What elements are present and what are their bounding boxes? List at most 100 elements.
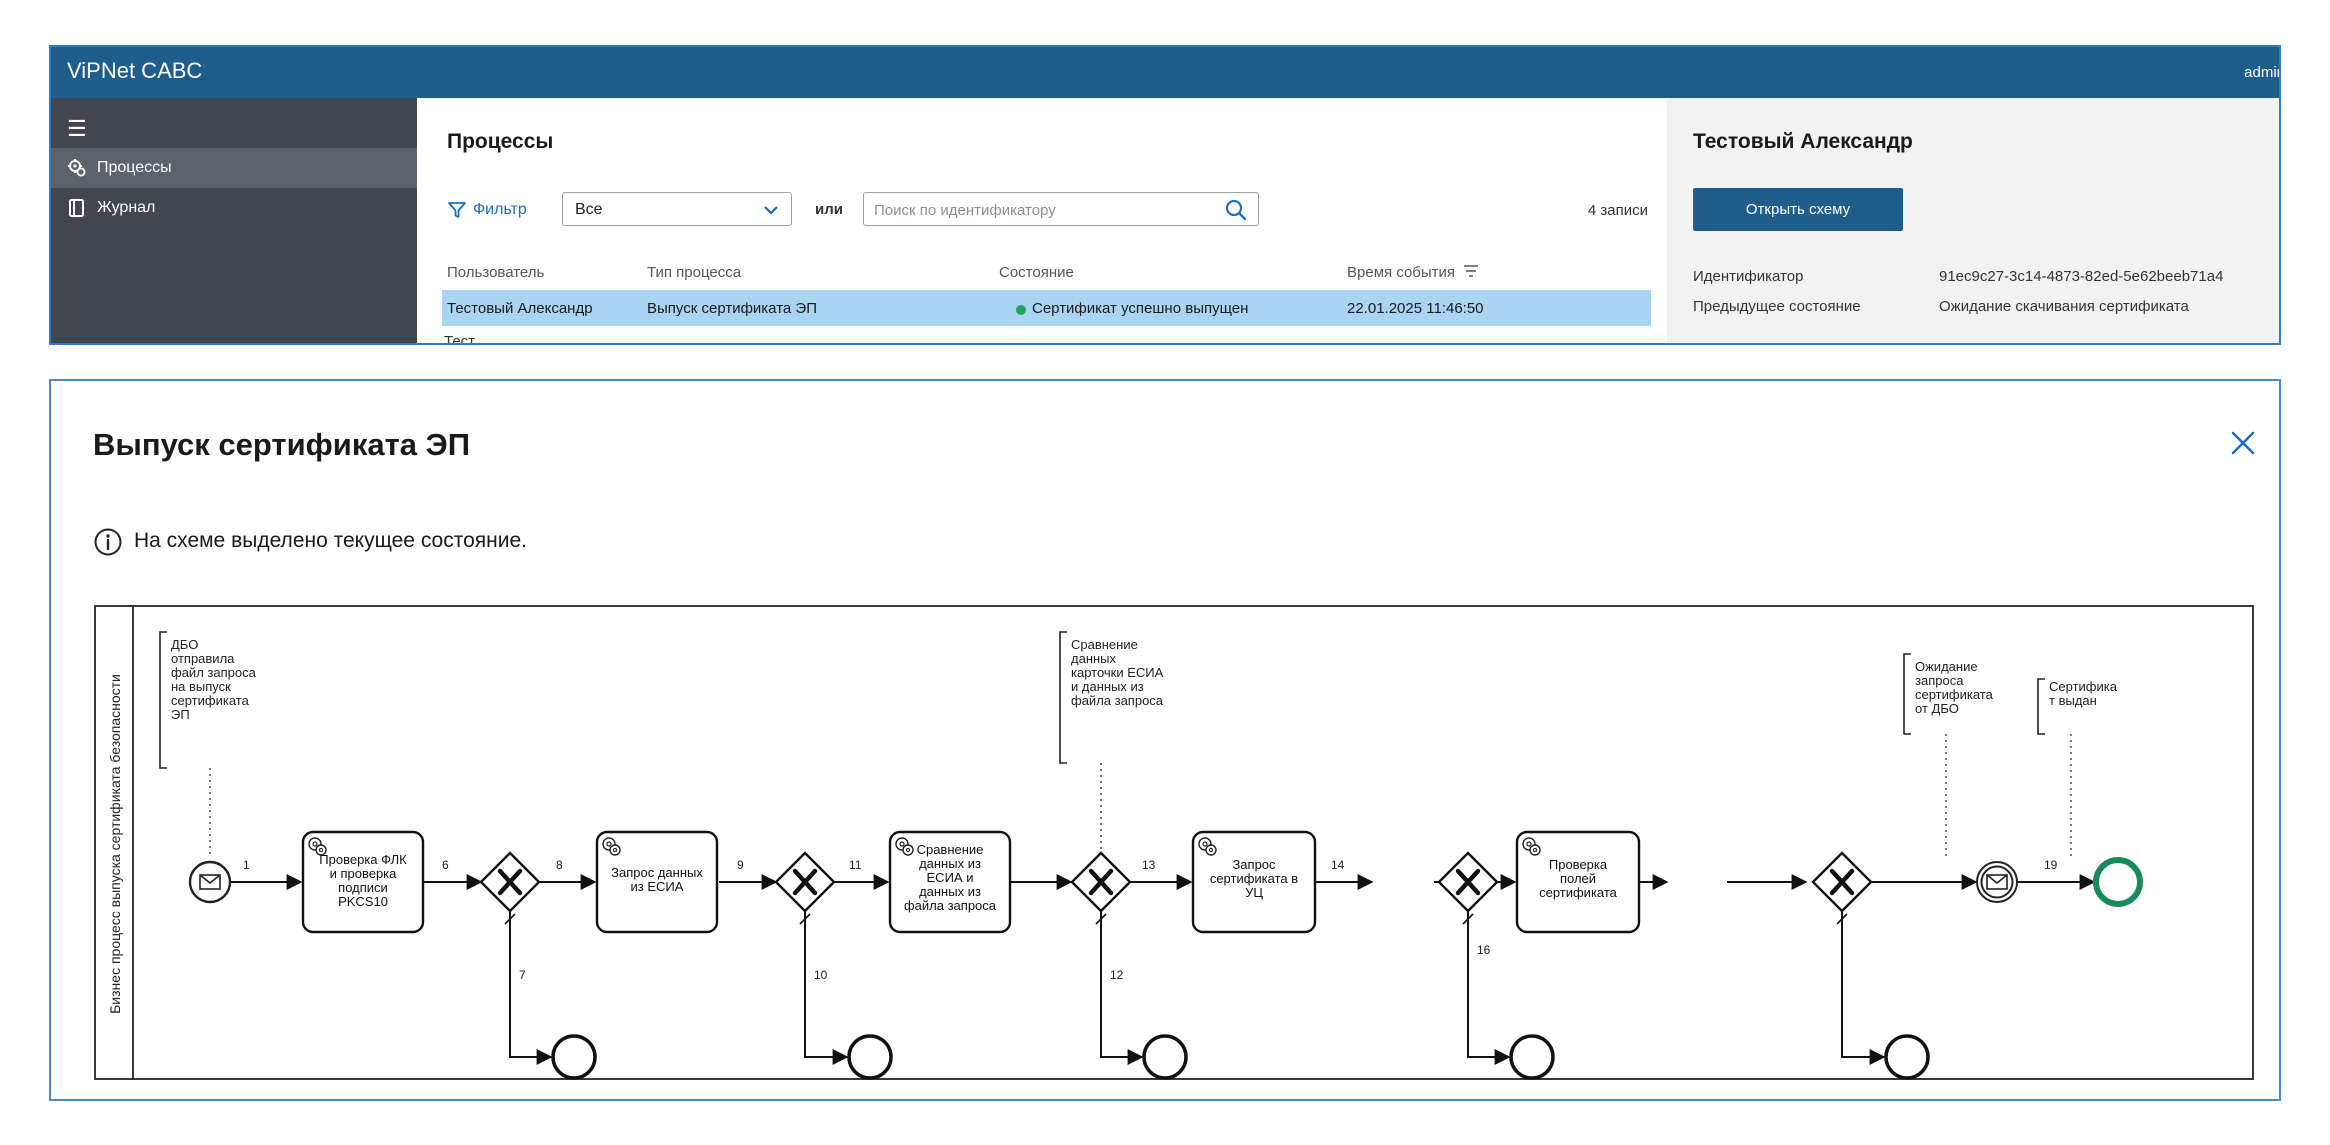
sidebar-item-journal[interactable]: Журнал [51,188,417,228]
text-line: Сертифика [2049,679,2118,694]
flow-label: 6 [442,858,449,872]
flow-label: 8 [556,858,563,872]
end-event[interactable] [1509,1034,1555,1080]
text-line: файла запроса [904,898,997,913]
table-row-partial[interactable]: Тест... [444,333,486,345]
text-line: карточки ЕСИА [1071,665,1164,680]
text-line: от ДБО [1915,701,1959,716]
text-line: сертификата в [1210,871,1298,886]
cell-user: Тестовый Александр [447,300,593,317]
detail-key-previous-state: Предыдущее состояние [1693,298,1861,315]
page-title: Процессы [447,130,554,153]
search-icon[interactable] [1224,198,1248,222]
column-header-time[interactable]: Время события [1347,264,1479,281]
flow-label: 7 [519,968,526,982]
pool-border [94,605,2254,1080]
column-header-state[interactable]: Состояние [999,264,1074,281]
text-line: УЦ [1245,885,1263,900]
column-header-time-label: Время события [1347,264,1456,281]
sidebar-item-processes[interactable]: Процессы [51,148,417,188]
search-box[interactable] [863,192,1259,226]
text-line: Запрос [1232,857,1276,872]
modal-title: Выпуск сертификата ЭП [93,427,470,462]
end-event[interactable] [1142,1034,1188,1080]
end-event[interactable] [551,1034,597,1080]
text-line: ДБО [171,637,198,652]
annotation-brackets [159,631,2045,769]
details-title: Тестовый Александр [1693,130,1913,153]
text-line: полей [1560,871,1596,886]
search-input[interactable] [874,199,1194,221]
flow-label: 16 [1477,943,1491,957]
journal-book-icon [69,199,84,217]
text-line: Проверка ФЛК [319,852,407,867]
cell-time: 22.01.2025 11:46:50 [1347,300,1484,317]
app-title: ViPNet CABC [67,58,203,83]
text-line: на выпуск [171,679,231,694]
status-filter-select[interactable]: Все [562,192,792,226]
column-header-process-type[interactable]: Тип процесса [647,264,742,281]
text-line: данных из [919,856,981,871]
sidebar-item-label: Процессы [97,159,172,176]
filter-label: Фильтр [473,201,527,218]
text-line: Проверка [1549,857,1608,872]
flow-label: 19 [2044,858,2058,872]
text-line: сертификата [1915,687,1994,702]
text-line: и проверка [330,866,398,881]
table-row[interactable]: Тестовый Александр Выпуск сертификата ЭП… [442,290,1651,326]
start-message-event[interactable] [188,860,232,904]
intermediate-message-event[interactable] [1976,861,2018,903]
scheme-modal: Выпуск сертификата ЭП На схеме выделено … [49,379,2281,1101]
records-count: 4 записи [1587,202,1648,219]
text-line: Запрос данных [611,865,703,880]
open-scheme-button[interactable]: Открыть схему [1693,188,1903,231]
detail-value-previous-state: Ожидание скачивания сертификата [1939,298,2189,315]
text-line: файл запроса [171,665,257,680]
sequence-flows [210,874,2096,1065]
info-icon [94,528,122,556]
sidebar-item-label: Журнал [97,199,156,216]
flow-labels: 1 6 7 8 9 10 11 12 13 14 16 19 [243,858,2058,982]
hamburger-menu-icon[interactable]: ☰ [67,116,87,141]
text-line: из ЕСИА [631,879,684,894]
text-line: PKCS10 [338,894,388,909]
end-event[interactable] [1884,1034,1930,1080]
text-line: отправила [171,651,235,666]
details-panel: Тестовый Александр Открыть схему Идентиф… [1667,98,2279,343]
flow-label: 9 [737,858,744,872]
sidebar: ☰ Процессы Журнал [51,98,417,343]
detail-value-identifier: 91ec9c27-3c14-4873-82ed-5e62beeb71a4 [1939,268,2224,285]
flow-label: 10 [814,968,828,982]
sort-icon[interactable] [1463,264,1479,278]
status-filter-value: Все [575,201,603,218]
column-header-user[interactable]: Пользователь [447,264,545,281]
user-menu[interactable]: admin [2244,64,2281,81]
text-line: сертификата [171,693,250,708]
associations [209,734,2072,860]
text-line: подписи [338,880,388,895]
end-event[interactable] [847,1034,893,1080]
text-line: т выдан [2049,693,2097,708]
flow-label: 12 [1110,968,1124,982]
text-line: ЕСИА и [927,870,974,885]
close-icon[interactable] [2226,426,2260,460]
flow-label: 11 [849,858,862,872]
top-bar: ViPNet CABC admin [51,47,2279,98]
text-line: и данных из [1071,679,1144,694]
text-line: запроса [1915,673,1964,688]
end-event-issued[interactable] [2093,857,2143,907]
text-line: Ожидание [1915,659,1978,674]
